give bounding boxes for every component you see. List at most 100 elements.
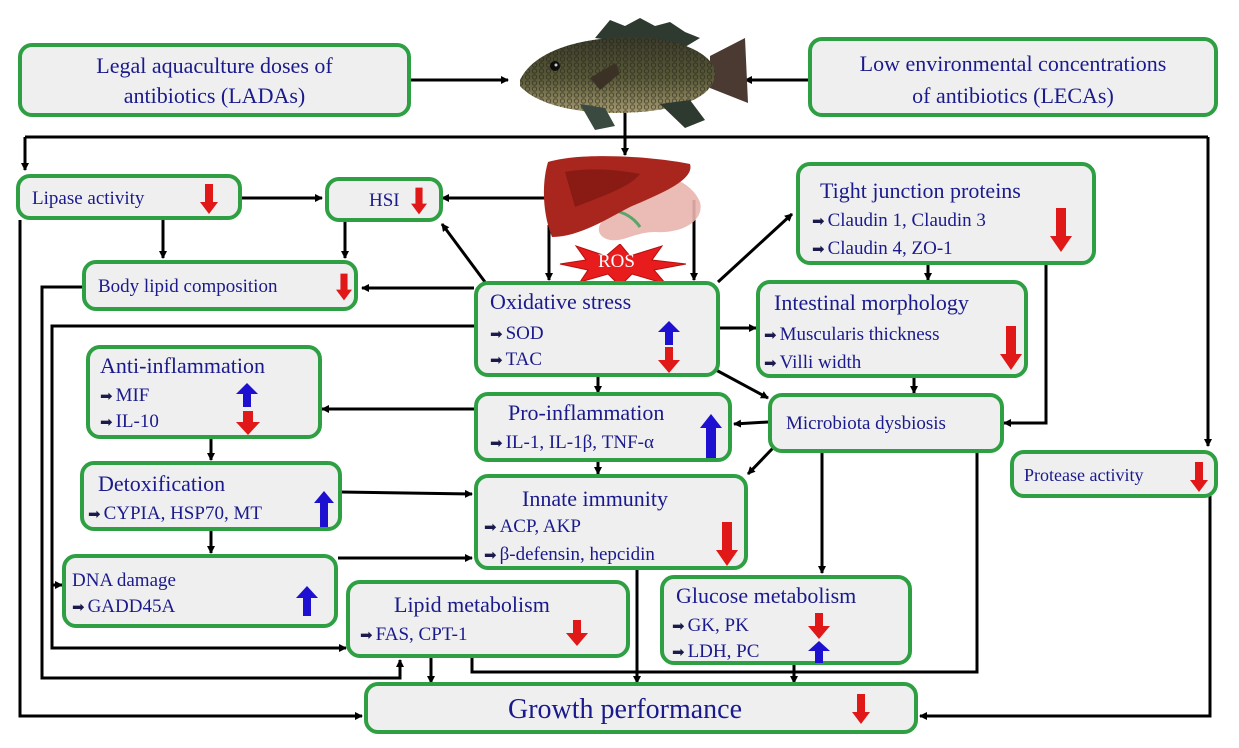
arrow-protease-growth bbox=[919, 496, 1212, 720]
tight-junction-title: Tight junction proteins bbox=[820, 178, 1021, 203]
oxidative-title: Oxidative stress bbox=[490, 289, 632, 314]
node-body-lipid-composition[interactable]: Body lipid composition bbox=[82, 260, 358, 311]
node-ladas[interactable]: Legal aquaculture doses of antibiotics (… bbox=[18, 43, 411, 117]
node-tight-junction-proteins[interactable]: Tight junction proteins ➡Claudin 1, Clau… bbox=[796, 162, 1096, 265]
down-arrow-icon bbox=[566, 620, 588, 646]
fish-icon bbox=[520, 18, 748, 130]
hsi-title: HSI bbox=[369, 190, 400, 211]
down-arrow-icon bbox=[236, 411, 260, 435]
pro-inflammation-title: Pro-inflammation bbox=[508, 400, 665, 425]
node-anti-inflammation[interactable]: Anti-inflammation ➡MIF ➡IL-10 bbox=[86, 345, 322, 439]
bullet-arrow-icon: ➡ bbox=[484, 518, 497, 536]
growth-title: Growth performance bbox=[508, 694, 743, 725]
bullet-arrow-icon: ➡ bbox=[484, 546, 497, 564]
arrow-lipase-growth-loop bbox=[18, 220, 363, 720]
lecas-line2: of antibiotics (LECAs) bbox=[912, 83, 1114, 108]
lipase-title: Lipase activity bbox=[32, 188, 145, 209]
bullet-arrow-icon: ➡ bbox=[812, 212, 825, 230]
node-pro-inflammation[interactable]: Pro-inflammation ➡IL-1, IL-1β, TNF-α bbox=[474, 392, 732, 462]
node-hsi[interactable]: HSI bbox=[325, 177, 443, 222]
oxidative-item-tac: ➡TAC bbox=[490, 349, 543, 370]
bullet-arrow-icon: ➡ bbox=[812, 240, 825, 258]
anti-inflammation-title: Anti-inflammation bbox=[100, 353, 265, 378]
arrow-oxidative-tightjunction bbox=[716, 212, 794, 284]
pro-inflammation-item: ➡IL-1, IL-1β, TNF-α bbox=[490, 432, 654, 453]
arrow-tightjunction-microbiota bbox=[1003, 264, 1048, 427]
bullet-arrow-icon: ➡ bbox=[490, 351, 503, 369]
innate-item-defensin: ➡β-defensin, hepcidin bbox=[484, 544, 655, 565]
node-glucose-metabolism[interactable]: Glucose metabolism ➡GK, PK ➡LDH, PC bbox=[660, 575, 912, 665]
lecas-line1: Low environmental concentrations bbox=[859, 51, 1167, 76]
node-lecas[interactable]: Low environmental concentrations of anti… bbox=[808, 37, 1218, 117]
lipid-metab-title: Lipid metabolism bbox=[394, 592, 550, 617]
arrow-oxidative-hsi bbox=[440, 223, 487, 283]
bullet-arrow-icon: ➡ bbox=[490, 325, 503, 343]
bullet-arrow-icon: ➡ bbox=[764, 354, 777, 372]
node-dna-damage[interactable]: DNA damage ➡GADD45A bbox=[62, 554, 338, 628]
arrow-bodylipid-lipidmetab-loop bbox=[40, 285, 404, 680]
intestinal-title: Intestinal morphology bbox=[774, 290, 969, 315]
dna-item: ➡GADD45A bbox=[72, 596, 176, 617]
oxidative-item-sod: ➡SOD bbox=[490, 323, 544, 344]
up-arrow-icon bbox=[236, 383, 258, 407]
node-innate-immunity[interactable]: Innate immunity ➡ACP, AKP ➡β-defensin, h… bbox=[474, 474, 748, 570]
bullet-arrow-icon: ➡ bbox=[490, 434, 503, 452]
node-growth-performance[interactable]: Growth performance bbox=[364, 682, 918, 734]
down-arrow-icon bbox=[1050, 208, 1072, 252]
tight-junction-item-1: ➡Claudin 1, Claudin 3 bbox=[812, 210, 986, 231]
node-detoxification[interactable]: Detoxification ➡CYPIA, HSP70, MT bbox=[80, 461, 342, 531]
arrow-microbiota-lipidmetab bbox=[468, 452, 979, 674]
node-microbiota-dysbiosis[interactable]: Microbiota dysbiosis bbox=[768, 393, 1004, 453]
protease-title: Protease activity bbox=[1024, 465, 1144, 485]
arrow-oxidative-microbiota bbox=[715, 368, 769, 400]
intestinal-item-muscularis: ➡Muscularis thickness bbox=[764, 324, 940, 345]
node-protease-activity[interactable]: Protease activity bbox=[1010, 450, 1218, 498]
bullet-arrow-icon: ➡ bbox=[672, 617, 685, 635]
bullet-arrow-icon: ➡ bbox=[100, 413, 113, 431]
liver-icon bbox=[543, 156, 701, 241]
glucose-item-gk: ➡GK, PK bbox=[672, 615, 749, 636]
ladas-line1: Legal aquaculture doses of bbox=[96, 53, 333, 78]
bullet-arrow-icon: ➡ bbox=[360, 626, 373, 644]
down-arrow-icon bbox=[1000, 326, 1022, 370]
anti-inflammation-item-mif: ➡MIF bbox=[100, 385, 150, 406]
arrow-oxidative-lipidmetab-loop bbox=[50, 585, 347, 652]
down-arrow-icon bbox=[658, 347, 680, 373]
up-arrow-icon bbox=[296, 586, 318, 616]
bullet-arrow-icon: ➡ bbox=[72, 598, 85, 616]
down-arrow-icon bbox=[1190, 462, 1208, 492]
bullet-arrow-icon: ➡ bbox=[764, 326, 777, 344]
tight-junction-item-2: ➡Claudin 4, ZO-1 bbox=[812, 238, 953, 259]
intestinal-item-villi: ➡Villi width bbox=[764, 352, 862, 373]
dna-title: DNA damage bbox=[72, 570, 176, 591]
bullet-arrow-icon: ➡ bbox=[100, 387, 113, 405]
glucose-item-ldh: ➡LDH, PC bbox=[672, 641, 760, 662]
node-oxidative-stress[interactable]: Oxidative stress ➡SOD ➡TAC bbox=[474, 281, 720, 377]
node-lipid-metabolism[interactable]: Lipid metabolism ➡FAS, CPT-1 bbox=[346, 580, 630, 658]
body-lipid-title: Body lipid composition bbox=[98, 276, 278, 297]
ladas-line2: antibiotics (LADAs) bbox=[123, 83, 306, 108]
bullet-arrow-icon: ➡ bbox=[88, 505, 101, 523]
down-arrow-icon bbox=[808, 613, 830, 639]
node-lipase-activity[interactable]: Lipase activity bbox=[16, 174, 242, 220]
arrow-microbiota-proinflammation bbox=[733, 419, 769, 428]
node-intestinal-morphology[interactable]: Intestinal morphology ➡Muscularis thickn… bbox=[756, 280, 1028, 378]
innate-title: Innate immunity bbox=[522, 486, 669, 511]
detox-title: Detoxification bbox=[98, 471, 226, 496]
glucose-title: Glucose metabolism bbox=[676, 583, 857, 608]
innate-item-acp: ➡ACP, AKP bbox=[484, 516, 581, 537]
down-arrow-icon bbox=[852, 694, 870, 724]
down-arrow-icon bbox=[336, 273, 352, 301]
anti-inflammation-item-il10: ➡IL-10 bbox=[100, 411, 159, 432]
down-arrow-icon bbox=[716, 522, 738, 566]
up-arrow-icon bbox=[808, 641, 830, 663]
bullet-arrow-icon: ➡ bbox=[672, 643, 685, 661]
ros-label: ROS bbox=[598, 251, 635, 272]
arrow-oxidative-dna-loop bbox=[50, 324, 474, 589]
ros-burst-icon bbox=[559, 244, 687, 286]
arrow-detox-innate bbox=[339, 489, 473, 498]
arrow-microbiota-innate bbox=[746, 446, 775, 476]
lipid-metab-item: ➡FAS, CPT-1 bbox=[360, 624, 468, 645]
up-arrow-icon bbox=[658, 321, 680, 345]
